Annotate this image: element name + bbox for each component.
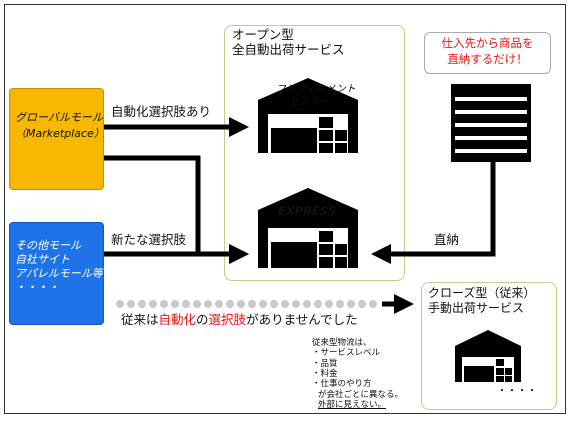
legacy-choice: 選択肢 [208, 312, 247, 327]
marketplace-box: グローバルモール （Marketplace） [9, 88, 105, 190]
fulfillment-warehouse-icon [258, 78, 358, 153]
fulfillment-label-line1: フルフィルメント [276, 84, 356, 95]
new-choice-label: 新たな選択肢 [111, 232, 187, 247]
notes-line5: が会社ごとに異なる。 [318, 389, 404, 400]
marketplace-line2: （Marketplace） [15, 127, 105, 140]
arrow-direct [371, 162, 496, 264]
legacy-post: がありませんでした [246, 312, 358, 327]
open-service-line2: 全自動出荷サービス [232, 42, 345, 57]
closed-service-dots: ・・・・ [497, 386, 537, 397]
legacy-notes: 従来型物流は、 ・サービスレベル ・品質 ・料金 ・仕事のやり方 が会社ごとに異… [312, 338, 403, 411]
express-warehouse-icon [258, 188, 358, 268]
supplier-building-icon [451, 84, 531, 162]
legacy-pre: 従来は [121, 312, 159, 327]
other-channels-line1: その他モール [15, 239, 81, 252]
notes-item: ・料金 [312, 369, 338, 380]
other-channels-line3: アパレルモール等 [15, 267, 103, 280]
notes-item: ・仕事のやり方 [312, 379, 372, 390]
marketplace-line1: グローバルモール [15, 111, 103, 124]
other-channels-line4: ・・・・ [15, 281, 59, 294]
closed-service-line1: クローズ型（従来） [428, 286, 536, 300]
closed-service-box [421, 282, 557, 410]
closed-service-line2: 手動出荷サービス [428, 301, 525, 315]
legacy-auto: 自動化 [158, 312, 197, 327]
open-service-line1: オープン型 [232, 27, 294, 42]
direct-label: 直納 [434, 232, 460, 247]
diagram-frame [4, 4, 566, 414]
legacy-caption: 従来は自動化の選択肢がありませんでした [121, 312, 358, 327]
notes-line6: 外部に見えない。 [318, 400, 387, 411]
other-channels-line2: 自社サイト [15, 253, 70, 266]
notes-item: ・品質 [312, 358, 338, 369]
legacy-dotted-line [116, 300, 377, 308]
legacy-mid: の [196, 312, 209, 327]
other-channels-box: その他モール 自社サイト アパレルモール等 ・・・・ [9, 222, 104, 325]
express-label: EXPRESS [278, 204, 337, 218]
notes-header: 従来型物流は、 [312, 338, 372, 348]
auto-choice-label: 自動化選択肢あり [111, 104, 212, 119]
closed-warehouse-icon [455, 330, 521, 382]
supplier-note-line2: 直納するだけ！ [447, 51, 528, 66]
fulfillment-label-line2: センター [289, 97, 329, 108]
notes-item: ・サービスレベル [312, 348, 381, 359]
open-service-box [224, 25, 405, 281]
supplier-note-line1: 仕入先から商品を [441, 36, 534, 50]
supplier-note: 仕入先から商品を 直納するだけ！ [424, 32, 551, 74]
